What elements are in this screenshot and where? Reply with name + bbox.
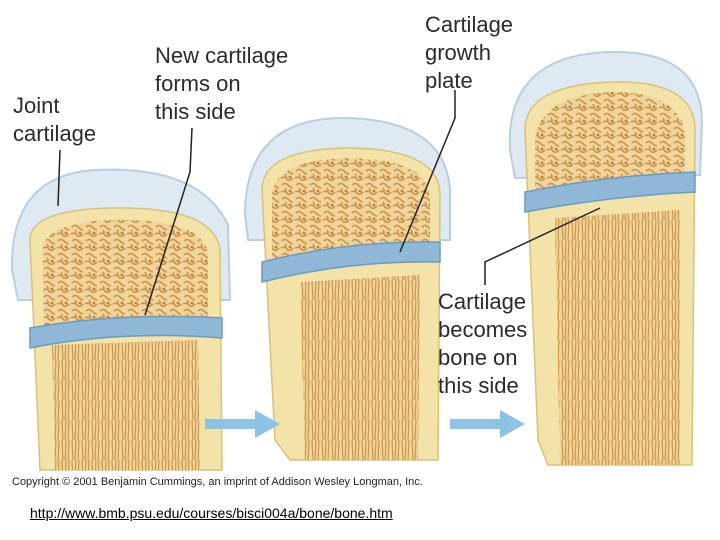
bone-stage-3 bbox=[508, 50, 704, 466]
leader-growth-plate bbox=[399, 90, 456, 253]
label-new-cartilage: New cartilage forms on this side bbox=[155, 43, 289, 124]
spongy-bone-shaft bbox=[52, 340, 200, 470]
copyright-notice: Copyright © 2001 Benjamin Cummings, an i… bbox=[12, 476, 423, 488]
source-link[interactable]: http://www.bmb.psu.edu/courses/bisci004a… bbox=[30, 505, 393, 521]
spongy-bone-head bbox=[535, 92, 685, 190]
label-cartilage-becomes-bone: Cartilage becomes bone on this side bbox=[438, 289, 528, 398]
growth-plate bbox=[261, 241, 441, 283]
progression-arrow-1 bbox=[205, 410, 280, 438]
growth-plate bbox=[29, 315, 223, 349]
spongy-bone-head bbox=[272, 158, 430, 262]
leader-joint-cartilage bbox=[57, 149, 61, 207]
label-joint-cartilage: Joint cartilage bbox=[13, 93, 97, 146]
spongy-bone-head bbox=[42, 219, 208, 325]
leader-becomes-bone bbox=[484, 207, 601, 285]
bone-stage-2 bbox=[243, 116, 451, 461]
bone-stage-1 bbox=[10, 168, 232, 471]
spongy-bone-shaft bbox=[300, 275, 420, 460]
leader-new-cartilage bbox=[144, 127, 193, 316]
spongy-bone-shaft bbox=[555, 210, 680, 465]
label-growth-plate: Cartilage growth plate bbox=[425, 12, 514, 93]
growth-plate bbox=[524, 171, 696, 213]
progression-arrow-2 bbox=[450, 410, 525, 438]
